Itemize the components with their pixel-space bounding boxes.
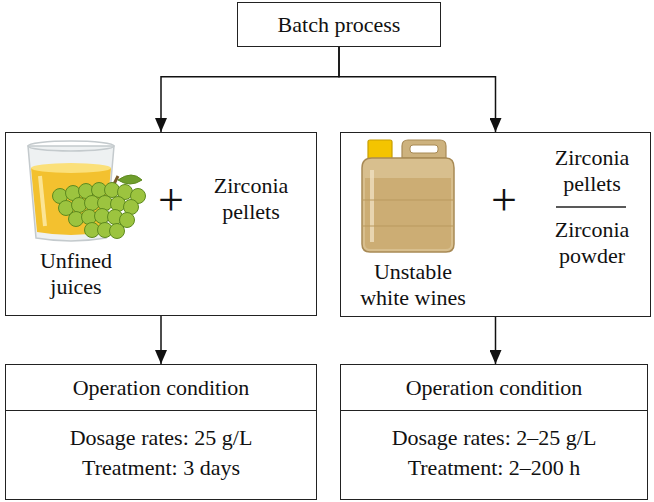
condition-value: Dosage rates: 25 g/L <box>70 425 253 451</box>
wine-level <box>365 178 451 249</box>
grape <box>72 198 87 213</box>
condition-box: Operation conditionDosage rates: 25 g/L T… <box>5 364 317 500</box>
additive-label: Zirconia pellets <box>537 145 647 197</box>
glass-body <box>28 146 114 241</box>
ingredient-label: Unstable white wines <box>347 259 479 311</box>
body-area: Dosage rates: 25 g/L Treatment: 3 days <box>6 411 316 499</box>
glass-highlight <box>40 176 45 226</box>
plus-sign: + <box>479 173 529 227</box>
fraction-divider <box>556 206 626 208</box>
box-heading: Operation condition <box>73 375 250 401</box>
input-box: Unfined juices+Zirconia pellets <box>5 132 317 316</box>
ingredient-label: Unfined juices <box>14 248 138 300</box>
juice-surface <box>31 163 111 173</box>
wine-canister <box>362 140 454 252</box>
canister-highlight <box>370 170 374 242</box>
condition-value: Treatment: 2–200 h <box>408 455 581 481</box>
plus-sign: + <box>146 173 196 227</box>
condition-value: Dosage rates: 2–25 g/L <box>392 425 597 451</box>
grape-leaf <box>118 175 142 184</box>
flow-arrow <box>160 316 162 364</box>
flow-arrow <box>161 47 339 132</box>
condition-value: Treatment: 3 days <box>82 455 240 481</box>
grape-bunch <box>53 175 146 239</box>
canister-rib <box>362 200 454 226</box>
flow-arrow <box>339 47 496 132</box>
root-box: Batch process <box>237 2 441 47</box>
condition-box: Operation conditionDosage rates: 2–25 g/… <box>340 364 648 500</box>
body-area: Dosage rates: 2–25 g/L Treatment: 2–200 h <box>341 411 647 499</box>
flow-arrow <box>495 317 497 364</box>
canister-body <box>362 158 454 252</box>
additive-label: Zirconia pellets <box>190 173 312 225</box>
input-box: Unstable white wines+Zirconia pelletsZir… <box>340 132 651 317</box>
header-band: Operation condition <box>341 365 647 411</box>
handle-hole <box>410 145 438 153</box>
grape <box>110 224 125 239</box>
grape <box>69 212 84 227</box>
glass-rim <box>28 141 114 151</box>
grape <box>111 197 126 212</box>
additive-label: Zirconia powder <box>537 217 647 269</box>
box-heading: Operation condition <box>406 375 583 401</box>
box-title: Batch process <box>278 12 401 38</box>
header-band: Operation condition <box>6 365 316 411</box>
canister-handle <box>402 140 446 158</box>
juice-glass <box>28 141 114 241</box>
canister-cap <box>368 140 392 160</box>
